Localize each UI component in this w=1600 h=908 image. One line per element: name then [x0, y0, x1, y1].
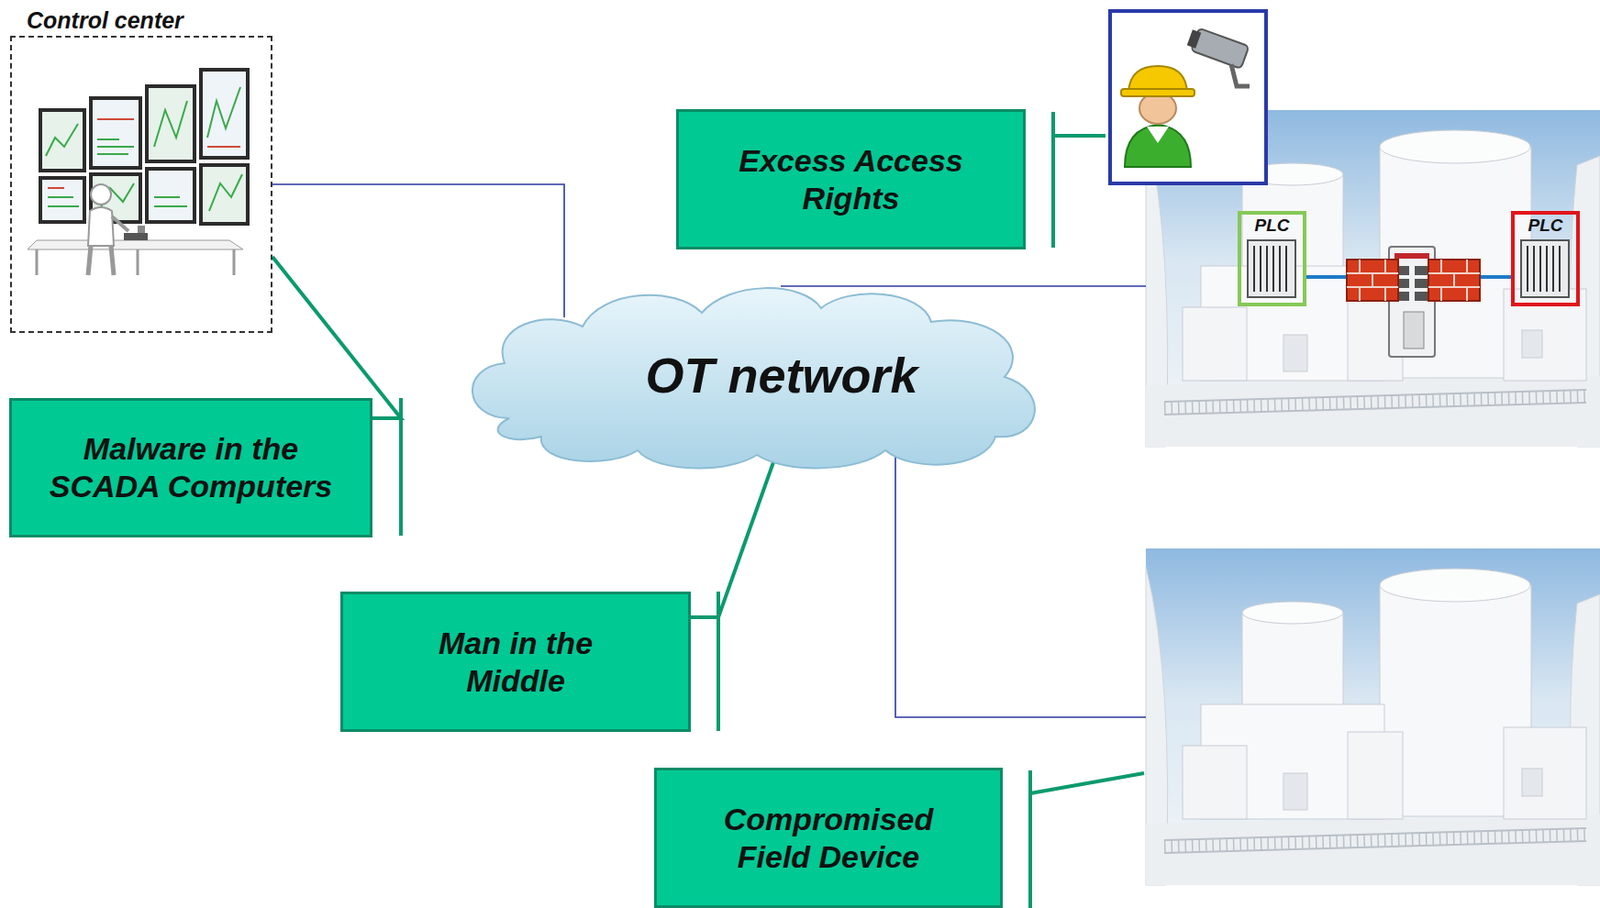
box-heading: Control center	[11, 6, 271, 34]
worker-camera-icon	[1187, 29, 1202, 48]
firewall-icon	[1428, 259, 1480, 301]
cloud-outline	[472, 288, 1035, 468]
control-room-illustration	[90, 184, 112, 205]
control-room-illustration	[92, 100, 139, 167]
control-room-illustration	[45, 87, 243, 212]
threat-pointer	[690, 462, 774, 618]
plc-box: PLC	[1511, 211, 1580, 307]
worker-camera-icon	[1110, 11, 1267, 184]
switch-icon	[1394, 253, 1430, 259]
control-room-illustration	[27, 67, 250, 276]
control-room-illustration	[202, 71, 246, 156]
control-room-illustration	[202, 166, 246, 223]
worker-camera-icon	[1185, 26, 1249, 69]
threat-box: Compromised Field Device	[654, 767, 1003, 908]
threat-box: Man in the Middle	[340, 591, 691, 733]
worker-camera-icon	[1146, 126, 1169, 144]
control-center-box: Control center	[10, 35, 273, 334]
control-room-illustration	[144, 166, 197, 224]
firewall-icon	[1346, 259, 1480, 301]
firewall-icon	[1346, 259, 1399, 301]
threat-pointer	[272, 256, 401, 419]
control-room-illustration	[36, 249, 234, 276]
worker-camera-icon	[1139, 92, 1177, 124]
control-room-illustration	[123, 233, 148, 241]
switch-icon	[1414, 291, 1428, 301]
threat-box: Excess Access Rights	[676, 109, 1026, 250]
firewall-icon	[1428, 259, 1480, 301]
control-room-illustration	[148, 170, 193, 221]
node-label: Compromised Field Device	[693, 800, 964, 877]
threat-bracket	[1053, 111, 1106, 248]
control-room-illustration	[38, 176, 87, 224]
control-room-illustration	[42, 111, 83, 169]
node-label: Malware in the SCADA Computers	[33, 430, 348, 506]
network-wire	[895, 455, 1146, 718]
node-label: PLC	[1528, 215, 1564, 236]
plc-device-icon	[1254, 245, 1287, 292]
control-room-illustration	[27, 240, 244, 250]
plant-lower	[1145, 548, 1600, 886]
control-room-illustration	[88, 207, 114, 246]
node-label: Man in the Middle	[398, 624, 634, 700]
plc-device-icon	[1247, 240, 1296, 298]
threat-box: Malware in the SCADA Computers	[9, 398, 373, 538]
worker-camera-icon	[1231, 64, 1250, 87]
control-room-illustration	[38, 108, 87, 173]
plc-box: PLC	[1237, 211, 1307, 307]
threat-bracket	[1030, 770, 1145, 908]
control-room-illustration	[88, 96, 143, 170]
network-cloud: OT network	[454, 280, 1049, 470]
switch-icon	[1414, 278, 1428, 289]
node-label: OT network	[584, 346, 918, 404]
node-label: Excess Access Rights	[706, 142, 996, 218]
control-room-illustration	[88, 245, 114, 276]
network-link	[272, 184, 565, 318]
switch-icon	[1414, 266, 1428, 276]
worker-camera-icon	[1110, 11, 1267, 184]
firewall-icon	[1346, 259, 1399, 301]
plc-device-icon	[1527, 245, 1560, 292]
plc-device-icon	[1521, 240, 1569, 298]
control-room-illustration	[47, 119, 241, 189]
node-label: PLC	[1255, 215, 1290, 236]
control-room-illustration	[111, 216, 129, 232]
worker-camera-icon	[1121, 88, 1195, 97]
worker-camera-icon	[1124, 124, 1191, 167]
switch-icon	[1403, 311, 1424, 349]
control-room-illustration	[42, 179, 83, 221]
network-wire	[780, 285, 1146, 288]
worker-camera-icon	[1128, 66, 1188, 92]
control-room-illustration	[199, 163, 250, 226]
